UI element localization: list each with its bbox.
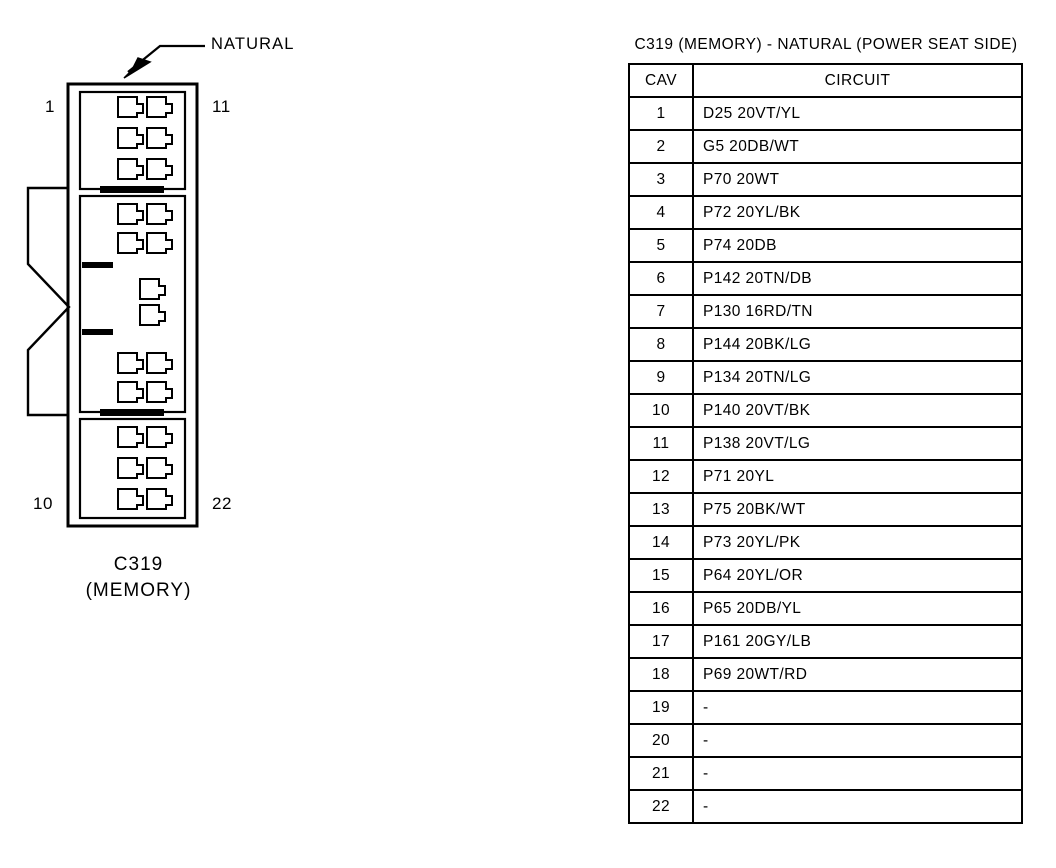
cell-circuit: P144 20BK/LG — [692, 327, 1023, 362]
cell-cav: 15 — [628, 558, 694, 593]
table-row: 19- — [628, 690, 1023, 725]
pinout-table-panel: C319 (MEMORY) - NATURAL (POWER SEAT SIDE… — [628, 34, 1024, 824]
cell-circuit: D25 20VT/YL — [692, 96, 1023, 131]
cavity-block-bottom — [78, 417, 187, 520]
column-header-circuit: CIRCUIT — [692, 63, 1023, 98]
table-row: 21- — [628, 756, 1023, 791]
cell-circuit: P134 20TN/LG — [692, 360, 1023, 395]
cell-circuit: - — [692, 789, 1023, 824]
cell-cav: 9 — [628, 360, 694, 395]
lock-tab-bracket — [26, 186, 71, 417]
cell-cav: 19 — [628, 690, 694, 725]
terminal-group-top — [117, 96, 173, 180]
cell-cav: 7 — [628, 294, 694, 329]
cell-circuit: P72 20YL/BK — [692, 195, 1023, 230]
connector-id: C319 — [113, 554, 164, 575]
connector-function: (MEMORY) — [85, 580, 192, 601]
table-row: 20- — [628, 723, 1023, 758]
cell-circuit: P73 20YL/PK — [692, 525, 1023, 560]
cell-circuit: P138 20VT/LG — [692, 426, 1023, 461]
column-header-cav: CAV — [628, 63, 694, 98]
cell-circuit: P140 20VT/BK — [692, 393, 1023, 428]
cell-circuit: G5 20DB/WT — [692, 129, 1023, 164]
cell-cav: 2 — [628, 129, 694, 164]
terminal-group-middle-lower — [117, 352, 173, 403]
pinout-table-title: C319 (MEMORY) - NATURAL (POWER SEAT SIDE… — [634, 36, 1018, 53]
keying-ledge-upper — [82, 262, 113, 268]
cell-circuit: P74 20DB — [692, 228, 1023, 263]
cavity-marker-bottom-right: 22 — [212, 494, 233, 513]
cell-circuit: P130 16RD/TN — [692, 294, 1023, 329]
connector-drawing — [26, 44, 205, 528]
table-header-row: CAV CIRCUIT — [628, 63, 1023, 98]
connector-diagram: NATURAL 1 11 10 22 C319 (MEMORY) — [0, 0, 320, 640]
keying-ledge-lower — [82, 329, 113, 335]
cell-circuit: P69 20WT/RD — [692, 657, 1023, 692]
cell-cav: 18 — [628, 657, 694, 692]
natural-callout-label: NATURAL — [211, 35, 295, 53]
cell-circuit: P70 20WT — [692, 162, 1023, 197]
cell-circuit: P161 20GY/LB — [692, 624, 1023, 659]
cell-cav: 17 — [628, 624, 694, 659]
cell-cav: 10 — [628, 393, 694, 428]
cell-circuit: P142 20TN/DB — [692, 261, 1023, 296]
cell-circuit: P64 20YL/OR — [692, 558, 1023, 593]
cavity-marker-top-right: 11 — [212, 97, 231, 116]
cell-cav: 1 — [628, 96, 694, 131]
cell-cav: 22 — [628, 789, 694, 824]
cell-cav: 6 — [628, 261, 694, 296]
table-row: 22- — [628, 789, 1023, 824]
cell-circuit: - — [692, 756, 1023, 791]
terminal-group-bottom — [117, 426, 173, 510]
cell-cav: 13 — [628, 492, 694, 527]
cavity-marker-bottom-left: 10 — [33, 494, 54, 513]
cell-cav: 14 — [628, 525, 694, 560]
latch-bar-lower — [100, 409, 164, 416]
cell-circuit: P65 20DB/YL — [692, 591, 1023, 626]
cell-cav: 3 — [628, 162, 694, 197]
cell-cav: 21 — [628, 756, 694, 791]
cell-cav: 11 — [628, 426, 694, 461]
cell-circuit: P75 20BK/WT — [692, 492, 1023, 527]
latch-bar-upper — [100, 186, 164, 193]
cell-cav: 12 — [628, 459, 694, 494]
connector-outer-shell — [66, 82, 199, 528]
cell-cav: 16 — [628, 591, 694, 626]
cell-cav: 8 — [628, 327, 694, 362]
natural-callout-leader — [123, 44, 205, 79]
cavity-block-middle — [78, 194, 187, 414]
cell-cav: 5 — [628, 228, 694, 263]
terminal-group-middle-single — [139, 278, 166, 326]
terminal-group-middle-upper — [117, 203, 173, 254]
cell-circuit: P71 20YL — [692, 459, 1023, 494]
cell-cav: 20 — [628, 723, 694, 758]
cell-circuit: - — [692, 690, 1023, 725]
cavity-marker-top-left: 1 — [45, 97, 56, 116]
cell-cav: 4 — [628, 195, 694, 230]
cell-circuit: - — [692, 723, 1023, 758]
connector-caption: C319 (MEMORY) — [0, 552, 277, 604]
